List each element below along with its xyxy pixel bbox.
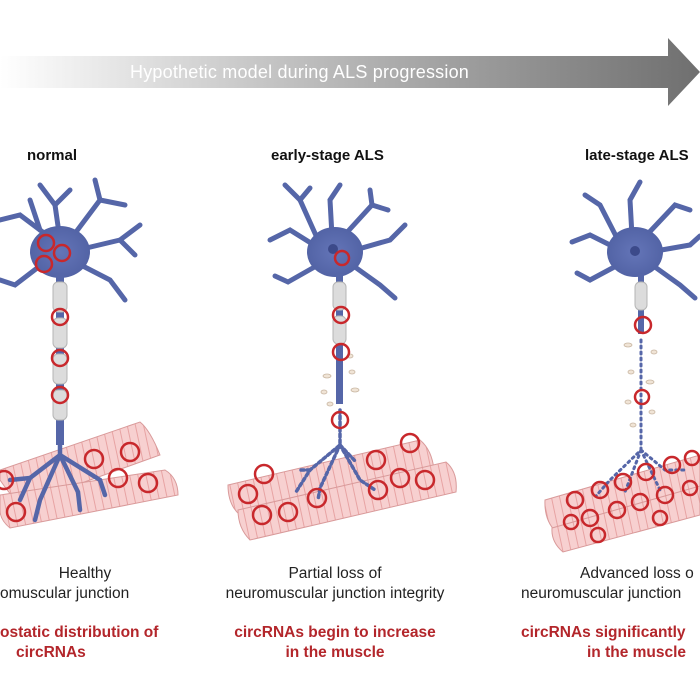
- progression-arrow: [0, 38, 700, 106]
- panel-title-early: early-stage ALS: [271, 147, 384, 164]
- finding-normal-line2: circRNAs: [16, 644, 86, 661]
- finding-late-line1: circRNAs significantly: [521, 624, 686, 641]
- dendrites: [569, 179, 700, 301]
- panel-title-late: late-stage ALS: [585, 147, 689, 164]
- dendrites: [267, 182, 408, 301]
- circ-rna-markers: [0, 233, 159, 523]
- muscle-fiber: [0, 421, 179, 529]
- panel-normal: [0, 177, 179, 529]
- nucleus: [328, 244, 338, 254]
- panel-early-stage: [227, 182, 457, 541]
- panel-late-stage: [544, 179, 700, 553]
- description-early-line1: Partial loss of: [288, 565, 382, 582]
- nucleus: [630, 246, 640, 256]
- banner-title: Hypothetic model during ALS progression: [130, 62, 469, 82]
- finding-early-line2: in the muscle: [285, 644, 385, 661]
- finding-early-line1: circRNAs begin to increase: [234, 624, 436, 641]
- description-normal-line2: omuscular junction: [0, 585, 130, 602]
- myelin-sheaths: [634, 281, 648, 311]
- soma: [30, 226, 90, 278]
- circ-rna-markers: [237, 249, 436, 526]
- description-late-line1: Advanced loss o: [580, 565, 694, 582]
- axon-terminals: [7, 437, 108, 523]
- finding-late-line2: in the muscle: [587, 644, 687, 661]
- panel-title-normal: normal: [27, 147, 78, 164]
- description-late-line2: neuromuscular junction: [521, 585, 682, 602]
- circ-rna-markers: [562, 315, 700, 544]
- finding-normal-line1: ostatic distribution of: [0, 624, 159, 641]
- description-normal-line1: Healthy: [58, 565, 112, 582]
- description-early-line2: neuromuscular junction integrity: [225, 585, 445, 602]
- myelin-debris: [623, 342, 658, 428]
